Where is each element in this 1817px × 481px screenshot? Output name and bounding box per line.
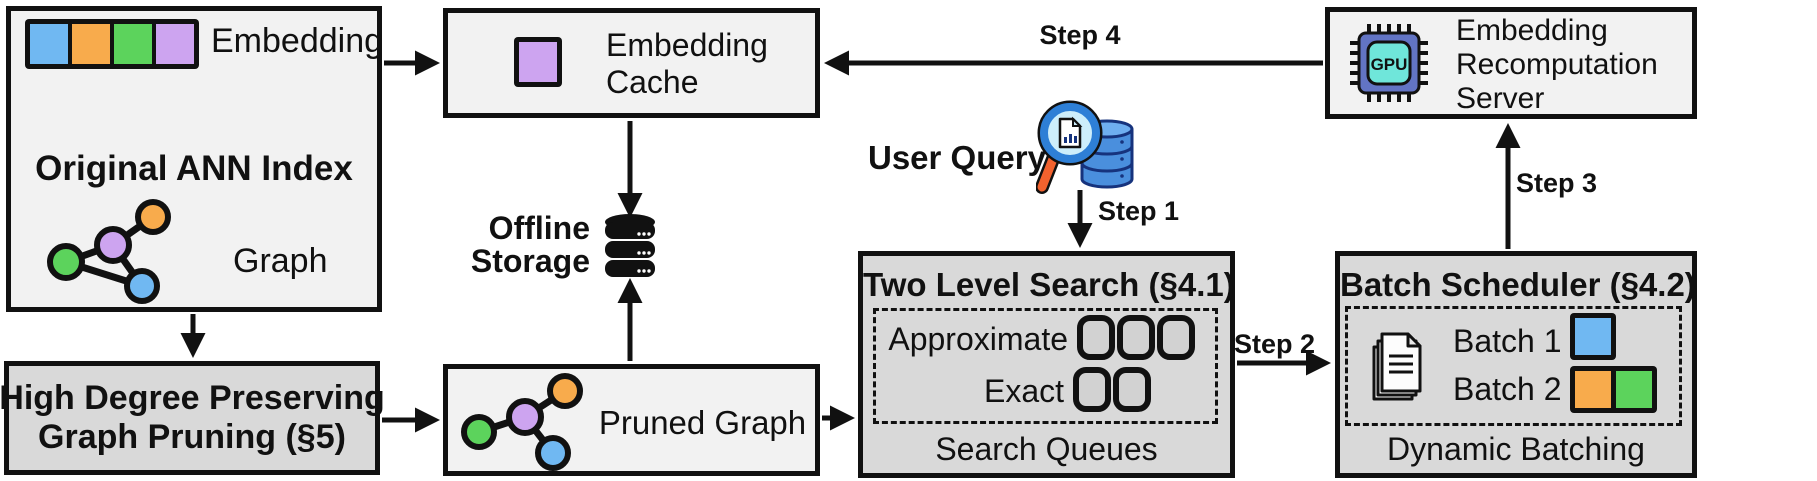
- ann-graph-icon: [47, 199, 171, 304]
- graph-pruning-box: High Degree Preserving Graph Pruning (§5…: [0, 361, 385, 475]
- embedding-cell-orange: [72, 24, 110, 64]
- queue-slot-icon: [1157, 315, 1195, 360]
- server-label-line3: Server: [1456, 82, 1545, 115]
- pruned-graph-box: Pruned Graph: [443, 364, 820, 476]
- step1-label: Step 1: [1098, 196, 1180, 226]
- embedding-cell-blue: [30, 24, 68, 64]
- user-query-label: User Query: [868, 139, 1046, 176]
- search-queues-panel: Approximate Exact: [873, 308, 1218, 424]
- offline-storage-label-line1: Offline: [488, 210, 590, 246]
- queue-slot-icon: [1077, 315, 1115, 360]
- embedding-cell-purple: [156, 24, 194, 64]
- server-label-line2: Recomputation: [1456, 48, 1658, 81]
- embedding-cache-box: Embedding Cache: [443, 8, 820, 118]
- graph-pruning-title-line1: High Degree Preserving: [0, 379, 385, 417]
- exact-queue-icons: [1073, 367, 1153, 412]
- gpu-chip-icon: GPU: [1350, 24, 1428, 102]
- step2-label: Step 2: [1234, 329, 1316, 359]
- gpu-chip-label: GPU: [1371, 55, 1408, 74]
- exact-label: Exact: [983, 373, 1064, 409]
- recomputation-server-box: GPU Embedding Recomputation Server: [1325, 7, 1697, 119]
- queue-slot-icon: [1117, 315, 1155, 360]
- batch1-embedding-icon: [1570, 313, 1616, 360]
- batch2-label: Batch 2: [1453, 371, 1562, 407]
- step4-label: Step 4: [1039, 20, 1121, 50]
- cached-embedding-cell-purple: [519, 42, 557, 82]
- step3-label: Step 3: [1516, 168, 1598, 198]
- queue-slot-icon: [1113, 367, 1151, 412]
- batch-scheduler-box: Batch Scheduler (§4.2) Batch 1 Batch 2: [1335, 251, 1697, 478]
- queue-slot-icon: [1073, 367, 1111, 412]
- search-queues-caption: Search Queues: [935, 431, 1158, 467]
- documents-icon: [1372, 332, 1422, 401]
- dynamic-batching-panel: Batch 1 Batch 2: [1345, 306, 1682, 426]
- batch2-cell-orange: [1575, 371, 1611, 408]
- batch1-cell-blue: [1575, 318, 1611, 355]
- batch1-label: Batch 1: [1453, 323, 1562, 359]
- embedding-vector-icon: [25, 19, 199, 69]
- approximate-label: Approximate: [888, 321, 1068, 357]
- database-icon: [605, 214, 655, 277]
- graph-label: Graph: [233, 242, 328, 280]
- original-ann-index-title: Original ANN Index: [35, 149, 353, 188]
- cached-embedding-icon: [514, 37, 562, 87]
- original-ann-index-box: Embedding Original ANN Index Graph: [6, 6, 384, 312]
- offline-storage-label: Offline Storage: [430, 212, 590, 278]
- dynamic-batching-caption: Dynamic Batching: [1387, 431, 1645, 467]
- user-query-icon: [1036, 100, 1134, 194]
- server-label-line1: Embedding: [1456, 14, 1608, 47]
- graph-pruning-title-line2: Graph Pruning (§5): [38, 418, 346, 456]
- embedding-cache-label-line1: Embedding: [606, 27, 768, 63]
- batch2-cell-green: [1616, 371, 1652, 408]
- pruned-graph-icon: [461, 373, 583, 471]
- batch2-embedding-icon: [1570, 366, 1657, 413]
- approximate-queue-icons: [1077, 315, 1197, 360]
- two-level-search-title: Two Level Search (§4.1): [863, 266, 1235, 303]
- embedding-cache-label-line2: Cache: [606, 64, 699, 100]
- offline-storage-label-line2: Storage: [470, 243, 590, 279]
- pruned-graph-label: Pruned Graph: [598, 404, 807, 441]
- embedding-label: Embedding: [211, 22, 384, 60]
- two-level-search-box: Two Level Search (§4.1) Approximate Exac…: [858, 251, 1235, 478]
- embedding-cell-green: [114, 24, 152, 64]
- batch-scheduler-title: Batch Scheduler (§4.2): [1340, 266, 1696, 303]
